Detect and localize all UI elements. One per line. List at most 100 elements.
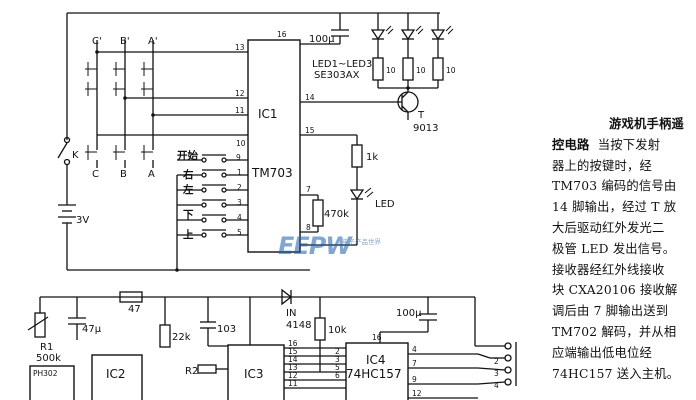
description-line-9: 调后由 7 脚输出送到 — [552, 304, 669, 319]
resistor-470k — [312, 199, 324, 227]
description-title: 游戏机手柄遥 — [609, 116, 684, 131]
ic3-pin-11: 11 — [288, 379, 298, 388]
ph302-sensor — [29, 365, 75, 400]
ic4-pin-4: 4 — [412, 345, 417, 354]
transistor-name: T — [417, 110, 425, 121]
key-start: 开始 — [177, 149, 198, 162]
ic1-pin-8: 8 — [306, 223, 311, 232]
switch-k-label: K — [72, 150, 79, 161]
ic2-name: IC2 — [106, 367, 126, 381]
ic1-pin-10: 10 — [236, 139, 246, 148]
ic1-pin-16: 16 — [277, 30, 287, 39]
key-right: 右 — [182, 168, 194, 181]
status-led — [349, 189, 365, 201]
description-line-7: 接收器经红外线接收 — [552, 262, 665, 277]
cap-100-bottom-label: 100μ — [396, 308, 422, 319]
eepw-watermark: EEPW 电子产品世界 — [278, 232, 398, 266]
description-line-1-tail: 当按下发射 — [597, 137, 661, 152]
watermark-sub: 电子产品世界 — [342, 238, 381, 246]
ic1-part: TM703 — [251, 166, 293, 180]
ic4-pin-12: 12 — [412, 389, 422, 398]
key-up: 上 — [183, 228, 194, 241]
button-c-prime: C' — [92, 36, 102, 47]
description-line-4: 14 脚输出，经过 T 放 — [552, 200, 677, 215]
description-line-10: TM702 解码，并从相 — [552, 324, 677, 339]
ic4-pin-7: 7 — [412, 359, 417, 368]
r2-label: R2 — [185, 366, 198, 377]
description-line-5: 大后驱动红外发光二 — [552, 220, 665, 235]
key-left: 左 — [182, 183, 194, 196]
circuit-description: 游戏机手柄遥 控电路 当按下发射 器上的按键时，经 TM703 编码的信号由 1… — [552, 114, 692, 384]
ic1-pin-14: 14 — [305, 93, 315, 102]
ic1-pin-5: 5 — [237, 228, 242, 237]
diode-part: 4148 — [286, 320, 311, 331]
cap-103-label: 103 — [217, 324, 236, 335]
r1-label: R1 — [40, 342, 53, 353]
resistor-10k-label: 10k — [328, 325, 347, 336]
button-a: A — [148, 169, 155, 180]
ic1-pin-9: 9 — [236, 153, 241, 162]
resistor-47 — [119, 291, 143, 303]
ic4-box — [345, 342, 409, 400]
ic4-pin-3: 3 — [335, 355, 340, 364]
button-a-prime: A' — [148, 36, 158, 47]
ic1-pin-2: 2 — [237, 183, 242, 192]
ir-leds-label: LED1~LED3 — [312, 59, 372, 70]
ic1-pin-7: 7 — [306, 185, 311, 194]
ic3-output-pins — [284, 347, 346, 389]
watermark-logo: EEPW — [278, 232, 352, 260]
ic1-pin-1: 1 — [237, 168, 242, 177]
ic3-name: IC3 — [244, 367, 264, 381]
ic1-pin-11: 11 — [235, 106, 245, 115]
ic3-pin-15: 15 — [288, 347, 298, 356]
key-down: 下 — [183, 209, 194, 221]
diode-1n4148 — [281, 288, 293, 306]
ic1-pin-12: 12 — [235, 89, 245, 98]
ic4-pin-2: 2 — [335, 347, 340, 356]
description-line-3: TM703 编码的信号由 — [552, 179, 677, 194]
ic4-part: 74HC157 — [346, 367, 402, 381]
resistor-1k-label: 1k — [366, 152, 378, 163]
button-b: B — [120, 169, 127, 180]
power-switch — [57, 136, 71, 205]
resistor-10-c: 10 — [446, 66, 456, 75]
description-line-6: 极管 LED 发出信号。 — [552, 241, 676, 256]
transistor-part: 9013 — [413, 123, 438, 134]
ic1-pin-15: 15 — [305, 126, 315, 135]
battery-label: 3V — [76, 215, 89, 226]
battery — [58, 204, 76, 270]
button-matrix — [85, 40, 248, 168]
description-line-2: 器上的按键时，经 — [552, 158, 652, 173]
ic4-pin-6: 6 — [335, 371, 340, 380]
ic3-pin-16: 16 — [288, 339, 298, 348]
output-connector — [475, 342, 517, 386]
resistor-10-b: 10 — [416, 66, 426, 75]
direction-keys — [177, 154, 248, 239]
ic1-name: IC1 — [258, 107, 278, 121]
ic4-pin-9: 9 — [412, 375, 417, 384]
description-line-12: 74HC157 送入主机。 — [552, 366, 680, 381]
ic3-pin-13: 13 — [288, 363, 298, 372]
cap-47-label: 47μ — [82, 324, 102, 335]
ic4-pin-16: 16 — [372, 333, 382, 342]
ic1-box — [247, 39, 301, 253]
ic4-name: IC4 — [366, 353, 386, 367]
resistor-470k-label: 470k — [324, 209, 349, 220]
ic4-pin-5: 5 — [335, 363, 340, 372]
resistor-10k — [314, 317, 326, 341]
ic1-pin-4: 4 — [237, 213, 242, 222]
ic1-pin-13: 13 — [235, 43, 245, 52]
r1-value: 500k — [36, 353, 61, 364]
resistor-22k — [159, 324, 171, 348]
resistor-47-label: 47 — [128, 304, 141, 315]
ic3-box — [227, 344, 285, 400]
led-label: LED — [375, 199, 395, 210]
diode-name: IN — [286, 308, 296, 319]
ic2-box — [91, 354, 143, 400]
resistor-22k-label: 22k — [172, 332, 191, 343]
ic3-pin-14: 14 — [288, 355, 298, 364]
ph302-label: PH302 — [33, 369, 58, 378]
description-line-11: 应端输出低电位经 — [552, 345, 652, 360]
cap-top-label: 100μ — [309, 34, 335, 45]
button-b-prime: B' — [120, 36, 130, 47]
